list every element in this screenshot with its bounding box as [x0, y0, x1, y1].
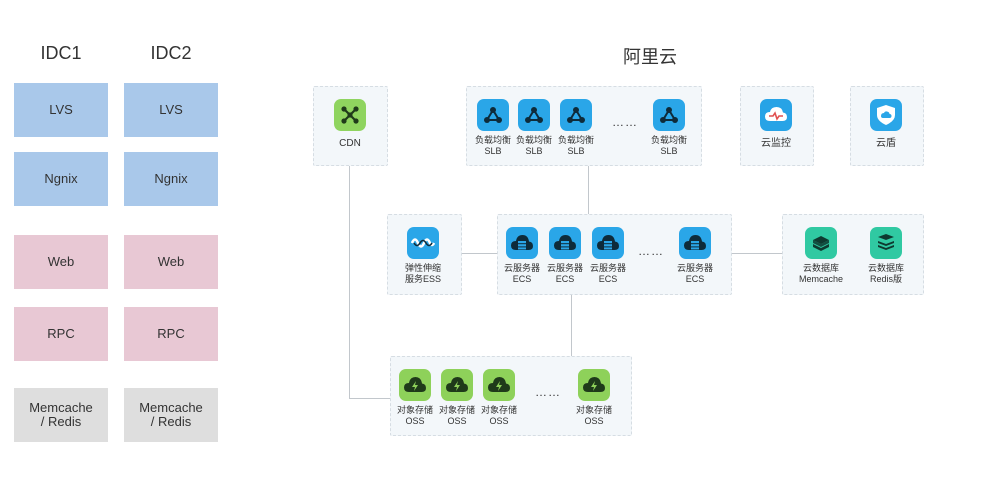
- aliyun-title: 阿里云: [623, 47, 677, 67]
- ecs-ellipsis: ……: [638, 244, 664, 258]
- ecs-node-1: 云服务器 ECS: [497, 227, 547, 285]
- redis-label: 云数据库 Redis版: [867, 263, 904, 284]
- ecs-label: 云服务器 ECS: [589, 263, 626, 284]
- memcache-node: 云数据库 Memcache: [793, 227, 849, 285]
- database-redis-icon: [870, 227, 902, 259]
- network-icon: [334, 99, 366, 131]
- oss-node-4: 对象存储 OSS: [569, 369, 619, 427]
- shield-label: 云盾: [876, 138, 896, 149]
- oss-label: 对象存储 OSS: [480, 405, 517, 426]
- load-balancer-icon: [477, 99, 509, 131]
- shield-node: 云盾: [861, 99, 911, 149]
- object-storage-icon: [441, 369, 473, 401]
- idc2-web-box: Web: [124, 235, 218, 289]
- cloud-server-icon: [679, 227, 711, 259]
- slb-label: 负载均衡 SLB: [474, 135, 511, 156]
- slb-label: 负载均衡 SLB: [650, 135, 687, 156]
- idc2-lvs-label: LVS: [159, 102, 183, 117]
- connector-slb-ecs: [588, 164, 589, 214]
- idc1-cache-label: Memcache / Redis: [29, 400, 93, 429]
- idc2-rpc-box: RPC: [124, 307, 218, 361]
- idc2-web-label: Web: [157, 254, 185, 269]
- idc1-web-box: Web: [14, 235, 108, 289]
- oss-label: 对象存储 OSS: [575, 405, 612, 426]
- redis-node: 云数据库 Redis版: [861, 227, 911, 285]
- idc2-title: IDC2: [150, 43, 192, 63]
- slb-ellipsis: ……: [612, 115, 638, 129]
- shield-icon: [870, 99, 902, 131]
- object-storage-icon: [399, 369, 431, 401]
- cloud-server-icon: [506, 227, 538, 259]
- connector-ess-ecs: [460, 253, 497, 254]
- oss-node-2: 对象存储 OSS: [432, 369, 482, 427]
- slb-label: 负载均衡 SLB: [515, 135, 552, 156]
- oss-ellipsis: ……: [535, 385, 561, 399]
- ecs-node-3: 云服务器 ECS: [583, 227, 633, 285]
- ecs-label: 云服务器 ECS: [503, 263, 540, 284]
- cdn-label: CDN: [339, 138, 361, 149]
- database-memcache-icon: [805, 227, 837, 259]
- connector-ecs-db: [730, 253, 782, 254]
- slb-node-2: 负载均衡 SLB: [509, 99, 559, 157]
- monitor-node: 云监控: [751, 99, 801, 149]
- idc1-lvs-label: LVS: [49, 102, 73, 117]
- idc1-ngnix-label: Ngnix: [44, 171, 78, 186]
- idc1-rpc-label: RPC: [47, 326, 75, 341]
- idc1-title: IDC1: [40, 43, 82, 63]
- oss-node-1: 对象存储 OSS: [390, 369, 440, 427]
- idc1-rpc-box: RPC: [14, 307, 108, 361]
- oss-label: 对象存储 OSS: [396, 405, 433, 426]
- load-balancer-icon: [560, 99, 592, 131]
- cloud-server-icon: [549, 227, 581, 259]
- slb-label: 负载均衡 SLB: [557, 135, 594, 156]
- oss-label: 对象存储 OSS: [438, 405, 475, 426]
- idc1-ngnix-box: Ngnix: [14, 152, 108, 206]
- cdn-node: CDN: [325, 99, 375, 149]
- object-storage-icon: [483, 369, 515, 401]
- slb-node-1: 负载均衡 SLB: [468, 99, 518, 157]
- idc2-cache-box: Memcache / Redis: [124, 388, 218, 442]
- ecs-node-2: 云服务器 ECS: [540, 227, 590, 285]
- ecs-label: 云服务器 ECS: [546, 263, 583, 284]
- cloud-server-icon: [592, 227, 624, 259]
- ess-label: 弹性伸缩 服务ESS: [404, 263, 441, 284]
- idc1-cache-box: Memcache / Redis: [14, 388, 108, 442]
- idc2-ngnix-box: Ngnix: [124, 152, 218, 206]
- idc2-rpc-label: RPC: [157, 326, 185, 341]
- memcache-label: 云数据库 Memcache: [798, 263, 843, 284]
- ess-node: 弹性伸缩 服务ESS: [398, 227, 448, 285]
- connector-cdn-oss-vertical: [349, 165, 350, 399]
- oss-node-3: 对象存储 OSS: [474, 369, 524, 427]
- idc1-web-label: Web: [47, 254, 75, 269]
- idc2-ngnix-label: Ngnix: [154, 171, 188, 186]
- load-balancer-icon: [653, 99, 685, 131]
- slb-node-3: 负载均衡 SLB: [551, 99, 601, 157]
- idc1-lvs-box: LVS: [14, 83, 108, 137]
- ecs-label: 云服务器 ECS: [676, 263, 713, 284]
- cloud-monitor-icon: [760, 99, 792, 131]
- idc2-cache-label: Memcache / Redis: [139, 400, 203, 429]
- ecs-node-4: 云服务器 ECS: [670, 227, 720, 285]
- elastic-scaling-icon: [407, 227, 439, 259]
- monitor-label: 云监控: [761, 138, 791, 149]
- idc2-lvs-box: LVS: [124, 83, 218, 137]
- slb-node-4: 负载均衡 SLB: [644, 99, 694, 157]
- load-balancer-icon: [518, 99, 550, 131]
- connector-cdn-oss-horizontal: [349, 398, 390, 399]
- object-storage-icon: [578, 369, 610, 401]
- connector-ecs-oss: [571, 294, 572, 356]
